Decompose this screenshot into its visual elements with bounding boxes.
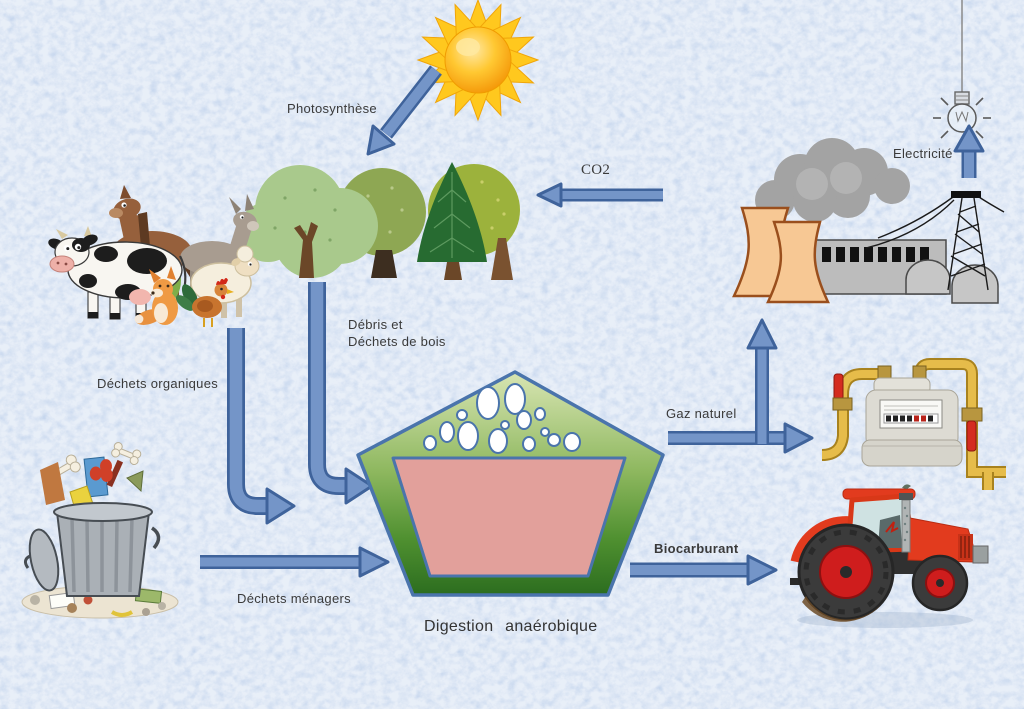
cooling-tower	[766, 220, 830, 304]
rooster	[175, 278, 234, 327]
wood-debris-line1: Débris et	[348, 317, 403, 332]
gas-bubbles	[423, 383, 581, 454]
biofuel-label: Biocarburant	[654, 541, 739, 556]
wood-debris-line2: Déchets de bois	[348, 334, 446, 349]
tractor-icon	[790, 484, 989, 628]
organic-waste-label: Déchets organiques	[97, 376, 219, 391]
farm-animals-icon	[48, 185, 260, 327]
co2-label: CO2	[581, 162, 611, 178]
trash-can-icon	[21, 442, 179, 619]
arrow-household-waste	[200, 546, 390, 578]
household-waste-label: Déchets ménagers	[237, 591, 351, 606]
arrow-organic-waste	[227, 328, 296, 525]
arrow-biofuel	[630, 554, 778, 586]
sun-icon	[417, 0, 539, 121]
fox	[134, 266, 178, 325]
digester-content	[391, 456, 627, 578]
electricity-label: Electricité	[893, 146, 953, 161]
digestion-label: Digestion anaérobique	[424, 618, 598, 635]
natural-gas-label: Gaz naturel	[666, 406, 737, 421]
arrow-wood-debris	[308, 282, 374, 505]
gas-meter-icon	[821, 358, 1006, 490]
arrow-photosynthesis	[366, 65, 442, 156]
cow	[48, 226, 187, 320]
trees-icon	[238, 162, 520, 280]
arrow-gas-to-plant	[746, 318, 778, 444]
power-plant-icon	[732, 138, 1005, 304]
arrow-co2	[536, 182, 663, 208]
digester-icon	[356, 370, 665, 597]
transmission-tower	[865, 196, 1005, 291]
wood-debris-label: Débris et Déchets de bois	[348, 316, 446, 350]
arrow-electricity	[953, 124, 985, 178]
photosynthesis-label: Photosynthèse	[287, 101, 377, 116]
